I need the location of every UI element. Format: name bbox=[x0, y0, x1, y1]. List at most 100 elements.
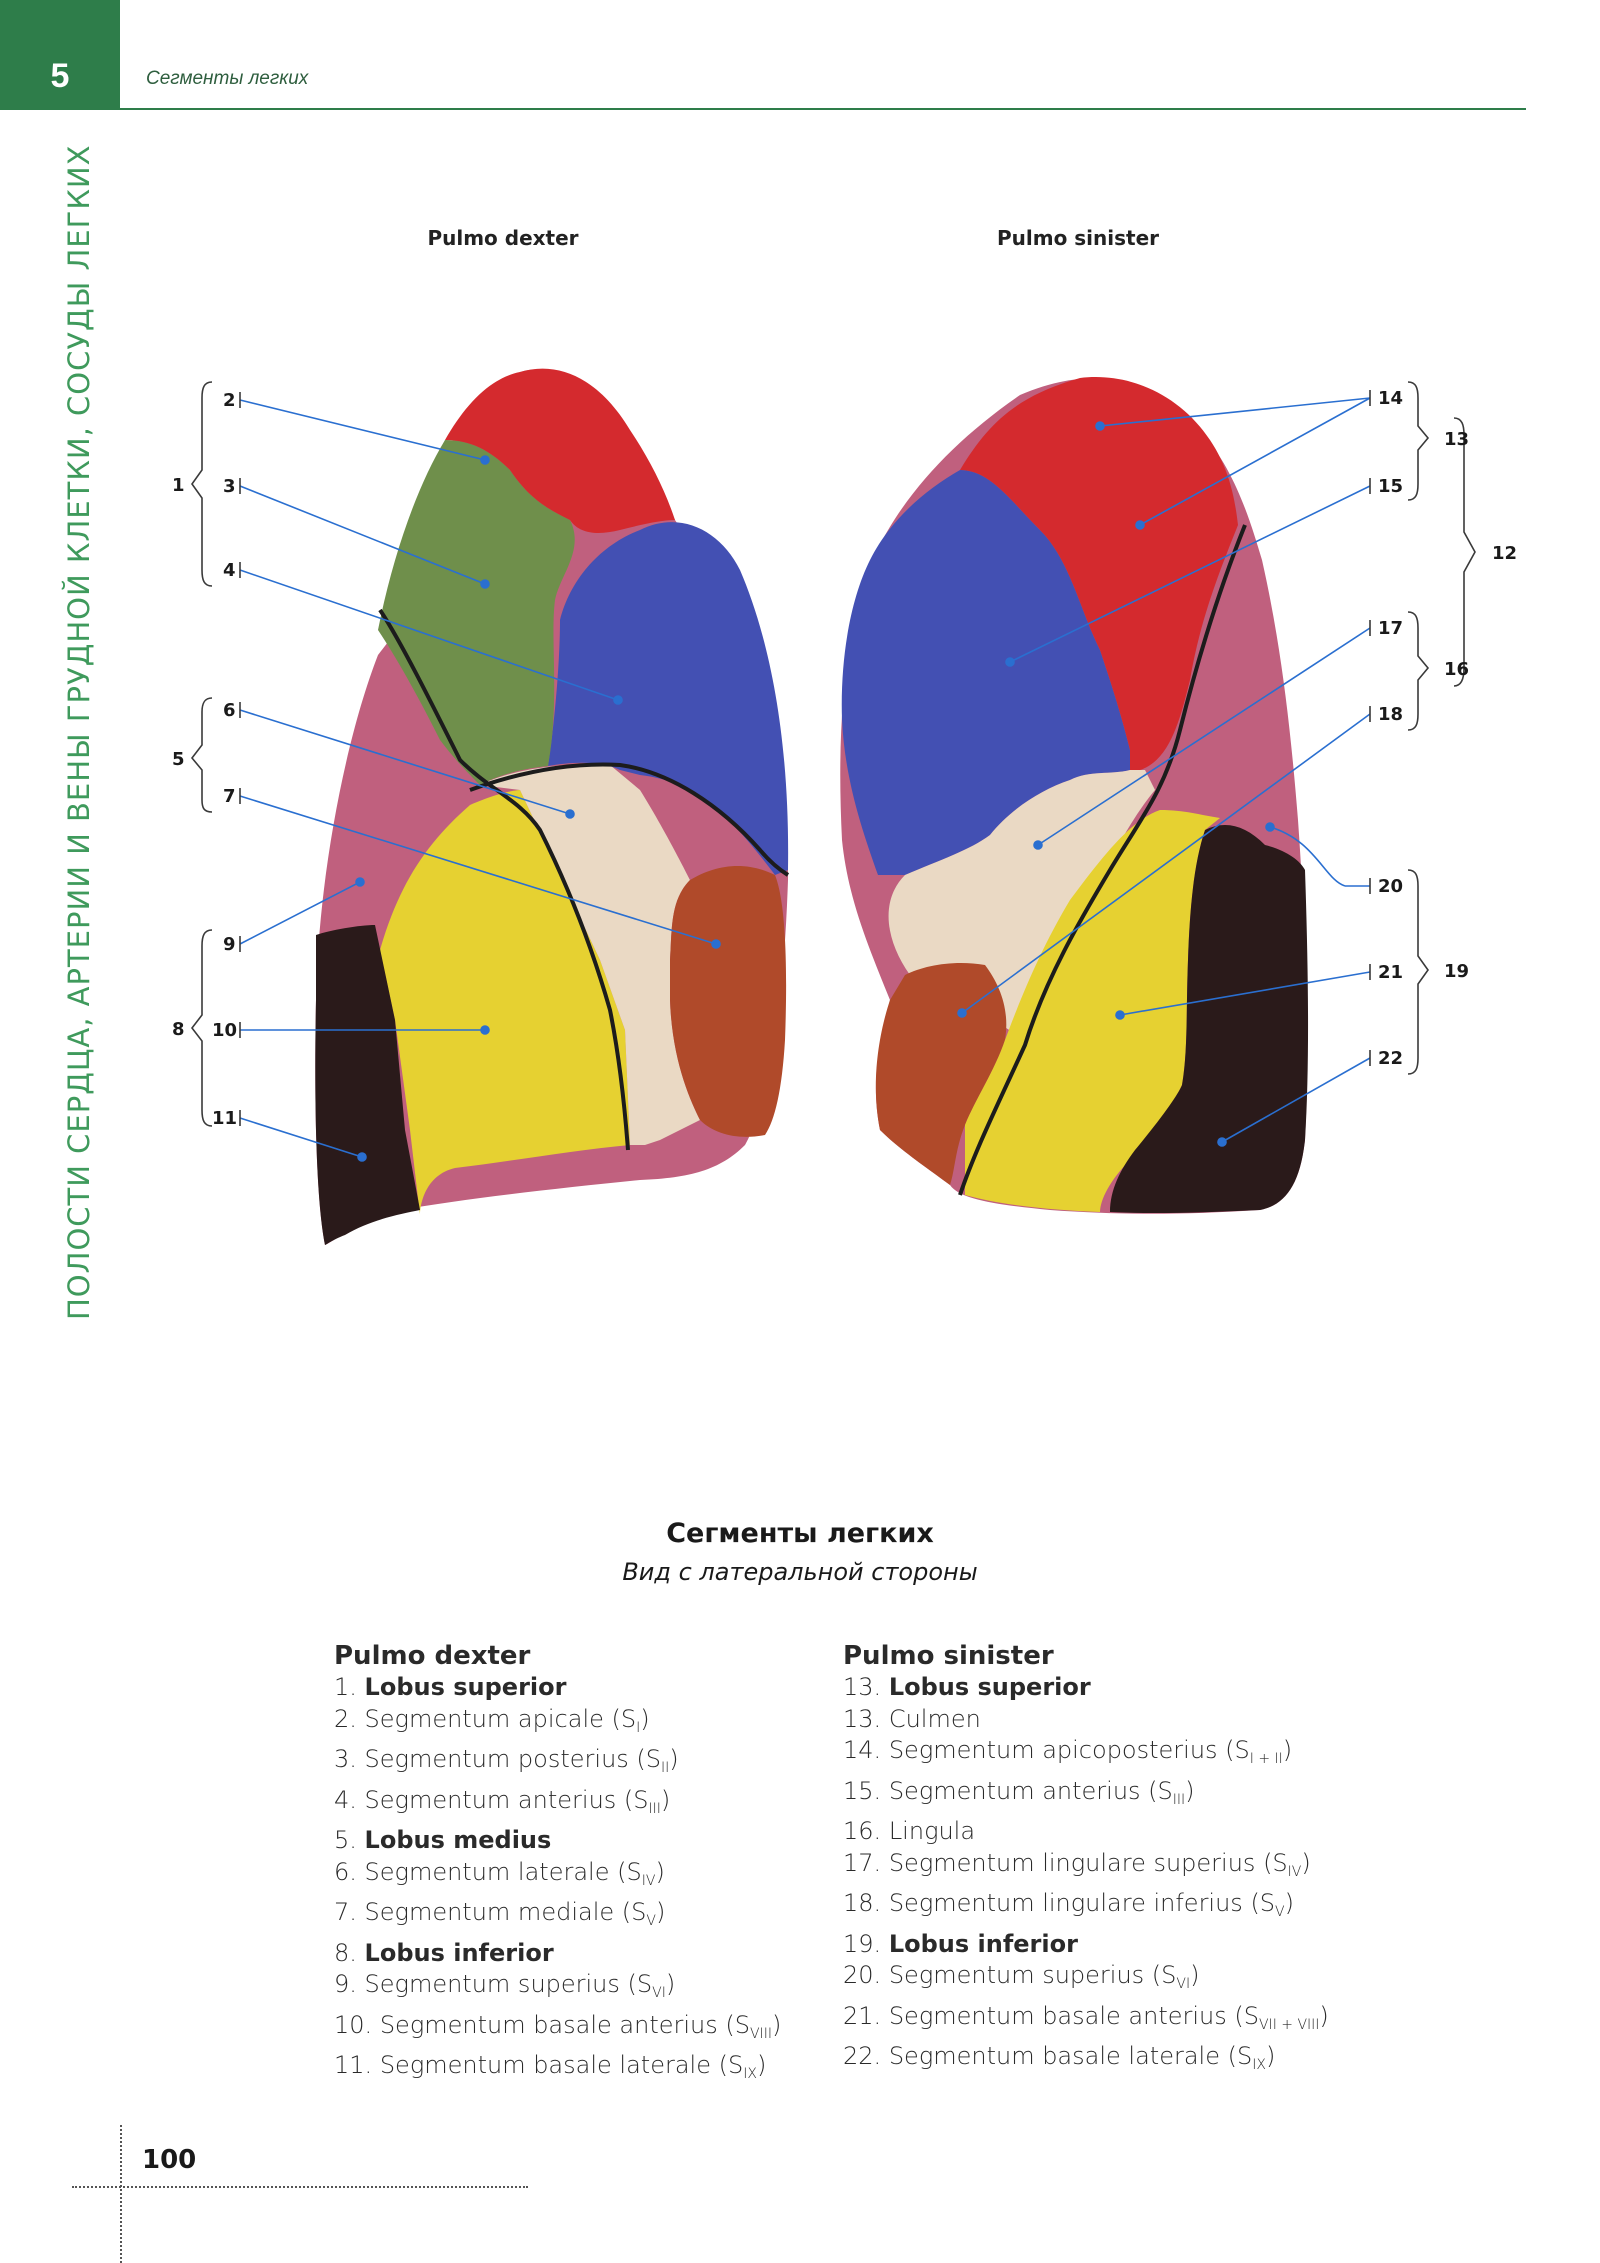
legend-item: 2. Segmentum apicale (SI) bbox=[334, 1704, 781, 1745]
legend-item-number: 20. bbox=[843, 1961, 882, 1989]
label-9: 9 bbox=[223, 934, 236, 955]
legend-item-subscript: IX bbox=[1252, 2057, 1266, 2073]
legend-item-label: Lobus inferior bbox=[888, 1929, 1078, 1958]
legend-item-label: Lobus inferior bbox=[364, 1938, 554, 1967]
right-segment-lingulare-inferius bbox=[875, 963, 1007, 1185]
pulmo-sinister-illustration bbox=[840, 377, 1309, 1214]
bracket-16 bbox=[1407, 611, 1430, 731]
legend-item: 10. Segmentum basale anterius (SVIII) bbox=[334, 2010, 781, 2051]
legend-item-paren: ) bbox=[756, 2051, 767, 2079]
right-segment-apicoposterius bbox=[960, 377, 1238, 770]
right-segment-anterius bbox=[841, 470, 1130, 875]
label-2: 2 bbox=[223, 390, 236, 411]
legend-item-number: 5. bbox=[334, 1826, 357, 1854]
pulmo-dexter-illustration bbox=[315, 368, 790, 1245]
label-12: 12 bbox=[1492, 543, 1517, 564]
legend-item-number: 3. bbox=[334, 1745, 357, 1773]
legend-item-label: Segmentum anterius (S bbox=[364, 1785, 649, 1814]
label-21: 21 bbox=[1378, 962, 1403, 983]
left-fissure-oblique bbox=[378, 608, 630, 1151]
chapter-tab bbox=[0, 0, 120, 110]
legend-item-number: 15. bbox=[843, 1776, 882, 1805]
legend-item-number: 13. bbox=[843, 1673, 882, 1701]
label-15: 15 bbox=[1378, 476, 1403, 497]
left-lung-title: Pulmo dexter bbox=[427, 226, 579, 250]
legend-item-subscript: IX bbox=[743, 2066, 757, 2082]
label-14: 14 bbox=[1378, 388, 1403, 409]
legend-item: 22. Segmentum basale laterale (SIX) bbox=[843, 2041, 1329, 2082]
label-17: 17 bbox=[1378, 618, 1403, 639]
legend-item-paren: ) bbox=[660, 1785, 671, 1814]
lung-segments-figure: 1 2 3 4 5 6 7 8 9 10 11 12 13 14 15 16 1… bbox=[172, 368, 1517, 1245]
legend-item-subscript: V bbox=[1275, 1904, 1285, 1920]
left-leader-lines bbox=[239, 399, 721, 1162]
legend-item-paren: ) bbox=[1185, 1776, 1195, 1805]
legend-item: 6. Segmentum laterale (SIV) bbox=[334, 1857, 781, 1898]
legend-item: 21. Segmentum basale anterius (SVII + VI… bbox=[843, 2001, 1329, 2042]
legend-item-number: 19. bbox=[843, 1929, 882, 1958]
label-3: 3 bbox=[223, 476, 236, 497]
legend-item-paren: ) bbox=[1282, 1736, 1293, 1764]
legend-item-label: Segmentum posterius (S bbox=[364, 1745, 662, 1773]
right-leader-lines bbox=[957, 397, 1371, 1147]
legend-heading: Pulmo dexter bbox=[334, 1641, 531, 1671]
footer-dotted-horizontal bbox=[72, 2186, 528, 2188]
legend-item-number: 17. bbox=[843, 1848, 882, 1877]
bracket-8 bbox=[190, 929, 213, 1127]
legend-item: 15. Segmentum anterius (SIII) bbox=[843, 1776, 1329, 1817]
legend-item-number: 4. bbox=[334, 1785, 357, 1814]
legend-item-number: 6. bbox=[334, 1857, 357, 1886]
brackets bbox=[190, 381, 1476, 1127]
bracket-1 bbox=[191, 381, 213, 587]
bracket-13 bbox=[1407, 381, 1430, 501]
label-18: 18 bbox=[1378, 704, 1403, 725]
legend-item-number: 22. bbox=[843, 2042, 882, 2070]
legend-item-number: 9. bbox=[334, 1970, 357, 1998]
legend-item-label: Segmentum apicale (S bbox=[364, 1704, 637, 1733]
right-segment-basale-anterius bbox=[965, 810, 1220, 1212]
legend-item-label: Segmentum anterius (S bbox=[888, 1776, 1173, 1805]
legend-item-paren: ) bbox=[1319, 2001, 1329, 2030]
left-segment-anterius bbox=[548, 522, 789, 875]
legend-item-number: 11. bbox=[334, 2051, 373, 2079]
legend-item-number: 2. bbox=[334, 1704, 357, 1733]
legend-item-number: 21. bbox=[843, 2001, 882, 2030]
bracket-19 bbox=[1407, 869, 1429, 1075]
legend-item: 1. Lobus superior bbox=[334, 1672, 781, 1704]
legend-item-label: Segmentum superius (S bbox=[888, 1961, 1177, 1989]
legend-item-number: 18. bbox=[843, 1889, 882, 1917]
left-segment-apicale bbox=[445, 368, 675, 533]
legend-item-paren: ) bbox=[771, 2010, 782, 2039]
legend-item-label: Segmentum basale laterale (S bbox=[379, 2051, 744, 2079]
legend-item-paren: ) bbox=[665, 1970, 676, 1998]
legend-item: 13. Lobus superior bbox=[843, 1672, 1329, 1704]
figure-caption-subtitle: Вид с латеральной стороны bbox=[622, 1558, 978, 1586]
legend-item: 11. Segmentum basale laterale (SIX) bbox=[334, 2050, 781, 2091]
legend-item: 16. Lingula bbox=[843, 1816, 1329, 1848]
legend-item-number: 14. bbox=[843, 1736, 882, 1764]
legend-item-paren: ) bbox=[669, 1745, 679, 1773]
left-segment-basale-laterale bbox=[315, 925, 420, 1245]
legend-item-paren: ) bbox=[1190, 1961, 1200, 1989]
legend-item-subscript: VII + VIII bbox=[1258, 2016, 1320, 2033]
legend-item-paren: ) bbox=[1301, 1848, 1311, 1877]
page-number: 100 bbox=[142, 2145, 197, 2175]
legend-item: 4. Segmentum anterius (SIII) bbox=[334, 1785, 781, 1826]
header-rule bbox=[120, 108, 1526, 110]
legend-item-label: Segmentum basale anterius (S bbox=[888, 2001, 1259, 2030]
legend-item-paren: ) bbox=[655, 1898, 666, 1926]
figure-labels: 1 2 3 4 5 6 7 8 9 10 11 12 13 14 15 16 1… bbox=[172, 388, 1517, 1129]
legend-item-subscript: VI bbox=[652, 1985, 666, 2001]
label-ticks bbox=[239, 390, 1371, 1126]
label-4: 4 bbox=[223, 560, 236, 581]
legend-item-subscript: IV bbox=[641, 1872, 656, 1889]
right-segment-basale-laterale bbox=[1110, 825, 1309, 1214]
label-20: 20 bbox=[1378, 876, 1403, 897]
left-segment-basale-anterius bbox=[380, 790, 630, 1215]
legend-item-paren: ) bbox=[1284, 1889, 1294, 1917]
legend-item: 7. Segmentum mediale (SV) bbox=[334, 1897, 781, 1938]
label-1: 1 bbox=[172, 475, 185, 496]
legend-item-subscript: I bbox=[636, 1719, 641, 1736]
